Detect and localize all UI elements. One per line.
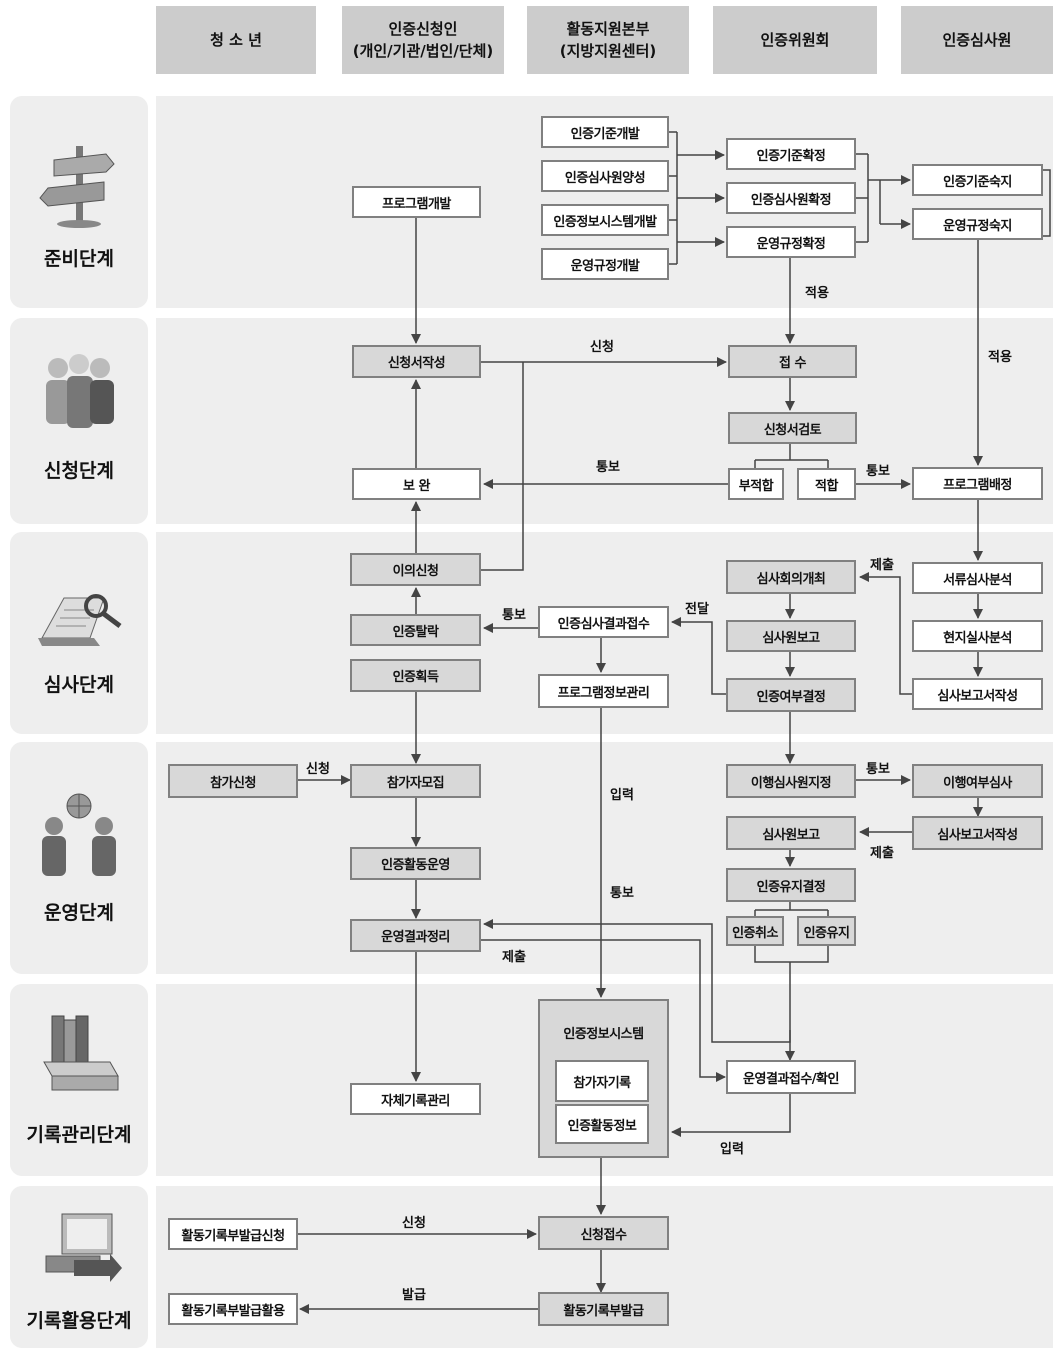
edge-label-deliver: 전달 (685, 602, 709, 617)
box-dev-auditor: 인증심사원양성 (541, 160, 669, 192)
box-program-dev: 프로그램개발 (352, 186, 481, 218)
box-auditor-report-2: 심사원보고 (726, 816, 856, 850)
box-unfit: 부적합 (728, 468, 784, 500)
stage-label-record: 기록관리단계 (26, 1124, 132, 1146)
edge-label-notify-5: 통보 (610, 886, 634, 901)
box-recruit: 참가자모집 (350, 764, 481, 798)
header-support-hq: 활동지원본부 (지방지원센터) (527, 6, 689, 74)
box-maintain-decision: 인증유지결정 (726, 868, 856, 902)
box-join-apply: 참가신청 (168, 764, 298, 798)
box-apply-review: 신청서검토 (728, 412, 857, 444)
box-auditor-confirm: 인증심사원확정 (726, 182, 856, 214)
computer-arrow-icon (45, 1213, 122, 1282)
edge-label-request-1: 신청 (590, 340, 614, 355)
box-meeting: 심사회의개최 (726, 560, 856, 594)
stage-label-use: 기록활용단계 (26, 1310, 132, 1332)
header-youth: 청 소 년 (156, 6, 316, 74)
box-result-receipt: 인증심사결과접수 (538, 606, 669, 638)
edge-label-submit-3: 제출 (502, 950, 526, 965)
stage-label-audit: 심사단계 (44, 674, 114, 696)
box-activity-info: 인증활동정보 (555, 1104, 649, 1144)
box-participant-record: 참가자기록 (555, 1060, 649, 1102)
edge-label-notify-3: 통보 (502, 608, 526, 623)
box-cert-get: 인증획득 (350, 659, 481, 692)
box-cert-fail: 인증탈락 (350, 614, 481, 646)
header-committee: 인증위원회 (713, 6, 877, 74)
laptop-magnifier-icon (38, 594, 122, 646)
stage-label-apply: 신청단계 (44, 460, 114, 482)
box-fit: 적합 (797, 468, 856, 500)
people-group-icon (46, 354, 114, 428)
box-site-analysis: 현지실사분석 (912, 620, 1043, 652)
edge-label-input-1: 입력 (610, 788, 634, 803)
box-supplement: 보 완 (352, 468, 481, 500)
box-doc-analysis: 서류심사분석 (912, 562, 1043, 594)
box-apply-write: 신청서작성 (352, 345, 481, 378)
box-receipt: 접 수 (728, 345, 857, 378)
box-cert-maintain: 인증유지 (797, 916, 856, 946)
edge-label-input-2: 입력 (720, 1142, 744, 1157)
people-globe-icon (42, 793, 116, 876)
box-dev-rule: 운영규정개발 (541, 248, 669, 280)
edge-label-notify-2: 통보 (866, 464, 890, 479)
box-standard-learn: 인증기준숙지 (912, 164, 1043, 196)
box-dev-standard: 인증기준개발 (541, 116, 669, 148)
box-objection: 이의신청 (350, 553, 481, 586)
edge-label-notify-4: 통보 (866, 762, 890, 777)
header-auditor: 인증심사원 (901, 6, 1053, 74)
edge-label-apply-2: 적용 (988, 350, 1012, 365)
box-result-manage: 운영결과정리 (350, 919, 481, 952)
box-program-info: 프로그램정보관리 (538, 674, 669, 708)
edge-label-request-2: 신청 (306, 762, 330, 777)
header-applicant: 인증신청인 (개인/기관/법인/단체) (342, 6, 504, 74)
box-self-record: 자체기록관리 (350, 1083, 481, 1115)
box-rule-learn: 운영규정숙지 (912, 208, 1043, 240)
edge-label-apply-1: 적용 (805, 286, 829, 301)
stage-label-prep: 준비단계 (44, 248, 114, 270)
box-program-assign: 프로그램배정 (912, 467, 1043, 500)
binders-tray-icon (43, 1015, 119, 1091)
stage-band-operate (10, 742, 148, 974)
edge-label-request-3: 신청 (402, 1216, 426, 1231)
box-cert-cancel: 인증취소 (726, 916, 784, 946)
box-perf-audit: 이행여부심사 (912, 764, 1043, 798)
box-result-confirm: 운영결과접수/확인 (726, 1060, 856, 1094)
edge-label-submit-1: 제출 (870, 558, 894, 573)
box-record-issue: 활동기록부발급 (538, 1292, 669, 1326)
stage-label-operate: 운영단계 (44, 902, 114, 924)
box-request-receipt: 신청접수 (538, 1216, 669, 1250)
edge-label-issue: 발급 (402, 1288, 426, 1303)
signpost-icon (39, 146, 115, 228)
box-auditor-report: 심사원보고 (726, 620, 856, 652)
box-rule-confirm: 운영규정확정 (726, 226, 856, 258)
box-cert-decision: 인증여부결정 (726, 678, 856, 712)
box-activity-run: 인증활동운영 (350, 847, 481, 880)
box-record-use: 활동기록부발급활용 (168, 1293, 298, 1325)
box-report-write: 심사보고서작성 (912, 678, 1043, 710)
stage-area-apply (156, 318, 1053, 524)
box-record-request: 활동기록부발급신청 (168, 1218, 298, 1250)
box-dev-system: 인증정보시스템개발 (541, 204, 669, 236)
edge-label-notify-1: 통보 (596, 460, 620, 475)
box-standard-confirm: 인증기준확정 (726, 138, 856, 170)
box-perf-assign: 이행심사원지정 (726, 764, 856, 798)
edge-label-submit-2: 제출 (870, 846, 894, 861)
box-perf-report-write: 심사보고서작성 (912, 816, 1043, 850)
